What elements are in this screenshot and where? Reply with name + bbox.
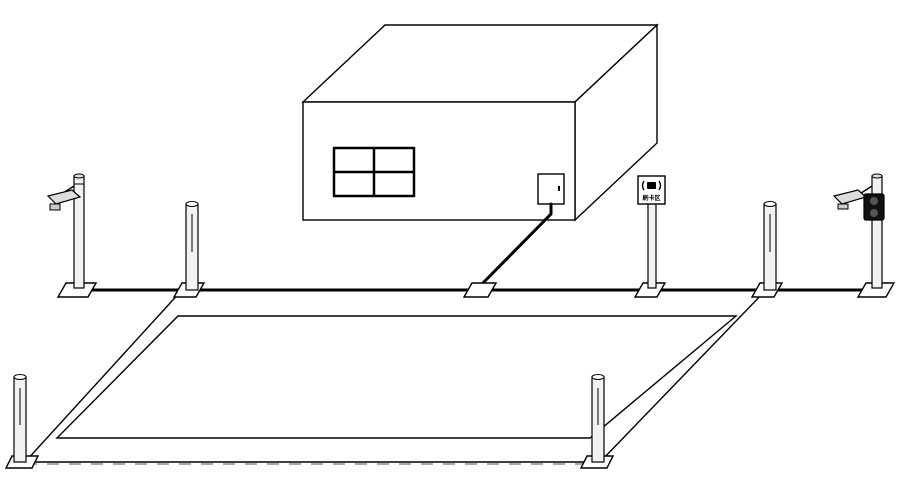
bollard-post-1 <box>185 201 199 291</box>
control-cabinet <box>537 173 565 205</box>
card-reader-post <box>647 202 657 289</box>
traffic-light-icon <box>863 193 885 221</box>
bollard-post-3 <box>13 374 27 463</box>
junction-box <box>462 282 498 298</box>
camera-right-icon <box>832 189 868 205</box>
bollard-post-4 <box>591 374 605 463</box>
card-reader: 刷卡区 <box>637 175 666 289</box>
camera-left-icon <box>46 189 82 205</box>
card-reader-box <box>637 175 666 205</box>
card-reader-label: 刷卡区 <box>642 194 660 202</box>
base-plate-camera-left <box>56 282 98 298</box>
ground-loop <box>23 289 768 463</box>
base-plate-signal <box>856 282 896 298</box>
loop-inner <box>55 315 738 439</box>
signal-pole-post <box>871 175 883 289</box>
building-window <box>332 146 416 198</box>
camera-pole-left <box>46 173 85 289</box>
base-plates <box>4 282 896 469</box>
building <box>301 23 659 222</box>
cabinet-cable <box>478 202 553 288</box>
signal-pole-right <box>832 173 885 289</box>
bollard-post-2 <box>763 201 777 291</box>
rfid-icon <box>641 180 662 191</box>
base-plate-reader <box>633 282 667 298</box>
